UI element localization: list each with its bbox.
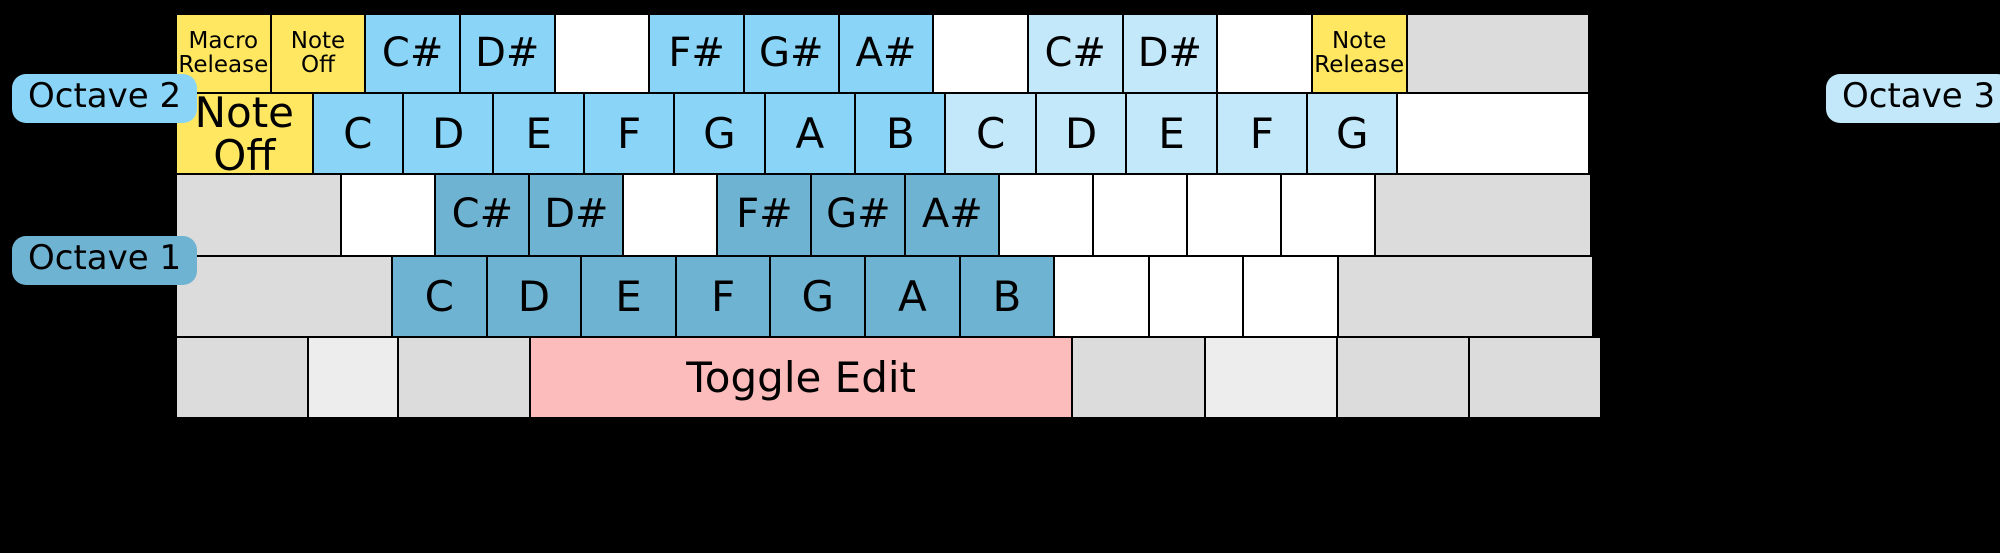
- key-blank[interactable]: [175, 335, 310, 420]
- key-g[interactable]: G: [1306, 92, 1399, 176]
- key-f-sharp[interactable]: F#: [716, 173, 813, 257]
- key-e[interactable]: E: [580, 254, 677, 338]
- key-blank[interactable]: [396, 335, 531, 420]
- octave-1-label: Octave 1: [12, 236, 198, 286]
- key-e[interactable]: E: [492, 92, 585, 176]
- key-c[interactable]: C: [944, 92, 1037, 176]
- key-blank[interactable]: [307, 335, 399, 420]
- key-f-sharp[interactable]: F#: [648, 13, 745, 95]
- key-d[interactable]: D: [485, 254, 583, 338]
- key-blank[interactable]: [1071, 335, 1206, 420]
- key-c-sharp[interactable]: C#: [1026, 13, 1124, 95]
- key-blank[interactable]: [1374, 173, 1592, 257]
- octave-2-label: Octave 2: [12, 74, 198, 124]
- key-d[interactable]: D: [1034, 92, 1128, 176]
- keyboard-row-home-row: C#D# F#G#A#: [175, 173, 1616, 257]
- key-a[interactable]: A: [864, 254, 961, 338]
- key-d-sharp[interactable]: D#: [1121, 13, 1219, 95]
- keyboard-row-space-row: Toggle Edit: [175, 335, 1616, 420]
- key-blank[interactable]: [932, 13, 1029, 95]
- key-blank[interactable]: [1053, 254, 1150, 338]
- key-a-sharp[interactable]: A#: [837, 13, 935, 95]
- key-blank[interactable]: [1186, 173, 1283, 257]
- octave-3-label: Octave 3: [1826, 74, 2000, 124]
- key-f[interactable]: F: [674, 254, 772, 338]
- key-f[interactable]: F: [582, 92, 676, 176]
- key-c[interactable]: C: [390, 254, 488, 338]
- key-blank[interactable]: [1396, 92, 1590, 176]
- key-d-sharp[interactable]: D#: [528, 173, 625, 257]
- key-blank[interactable]: [1203, 335, 1338, 420]
- key-blank[interactable]: [1092, 173, 1189, 257]
- key-blank[interactable]: [998, 173, 1095, 257]
- key-blank[interactable]: [1147, 254, 1245, 338]
- key-c[interactable]: C: [311, 92, 405, 176]
- key-g[interactable]: G: [769, 254, 867, 338]
- key-d[interactable]: D: [402, 92, 495, 176]
- key-a[interactable]: A: [763, 92, 857, 176]
- key-a-sharp[interactable]: A#: [904, 173, 1001, 257]
- key-blank[interactable]: [175, 254, 393, 338]
- key-g[interactable]: G: [673, 92, 766, 176]
- key-blank[interactable]: [175, 173, 343, 257]
- key-blank[interactable]: [1335, 335, 1470, 420]
- key-f[interactable]: F: [1215, 92, 1309, 176]
- key-blank[interactable]: [553, 13, 651, 95]
- key-e[interactable]: E: [1125, 92, 1218, 176]
- key-d-sharp[interactable]: D#: [458, 13, 556, 95]
- key-g-sharp[interactable]: G#: [742, 13, 840, 95]
- key-c-sharp[interactable]: C#: [364, 13, 461, 95]
- key-c-sharp[interactable]: C#: [434, 173, 531, 257]
- key-blank[interactable]: [1405, 13, 1590, 95]
- key-blank[interactable]: [1242, 254, 1340, 338]
- key-blank[interactable]: [1280, 173, 1377, 257]
- key-blank[interactable]: [340, 173, 437, 257]
- key-g-sharp[interactable]: G#: [810, 173, 907, 257]
- key-blank[interactable]: [1216, 13, 1313, 95]
- key-b[interactable]: B: [854, 92, 947, 176]
- key-blank[interactable]: [1337, 254, 1594, 338]
- key-b[interactable]: B: [958, 254, 1056, 338]
- key-note-release[interactable]: Note Release: [1310, 13, 1408, 95]
- key-blank[interactable]: [622, 173, 719, 257]
- key-toggle-edit[interactable]: Toggle Edit: [528, 335, 1074, 420]
- key-blank[interactable]: [1467, 335, 1602, 420]
- key-note-off[interactable]: Note Off: [269, 13, 367, 95]
